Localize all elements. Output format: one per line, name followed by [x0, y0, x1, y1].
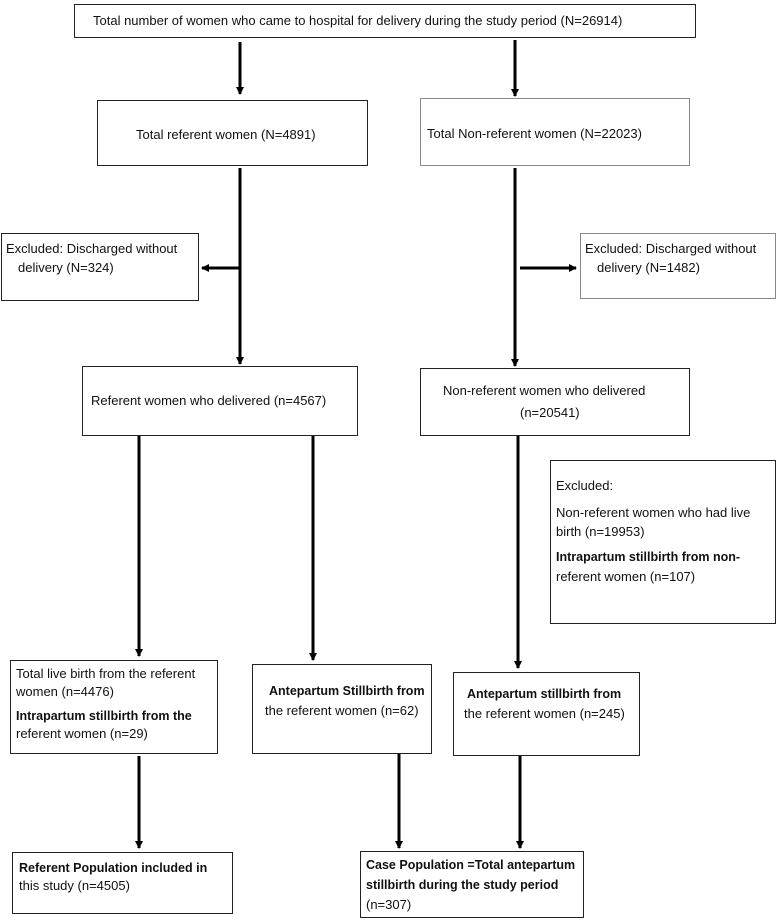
case-population-line2: stillbirth during the study period	[366, 878, 559, 892]
antepartum-nonreferent-line2: the referent women (n=245)	[464, 706, 625, 721]
case-population-box: Case Population =Total antepartum stillb…	[360, 851, 584, 918]
referent-population-box: Referent Population included in this stu…	[12, 852, 233, 914]
nonreferent-delivered-line1: Non-referent women who delivered	[443, 383, 646, 398]
excluded-livebirth-line2: birth (n=19953)	[556, 524, 645, 539]
case-population-line3: (n=307)	[366, 897, 412, 912]
referent-population-line2: this study (n=4505)	[19, 878, 130, 893]
excluded-referent-line1: Excluded: Discharged without	[6, 241, 178, 256]
excluded-livebirth-line4: referent women (n=107)	[556, 569, 696, 584]
excluded-livebirth-line1: Non-referent women who had live	[556, 505, 751, 520]
nonreferent-delivered-box: Non-referent women who delivered (n=2054…	[420, 368, 690, 436]
referent-total-text: Total referent women (N=4891)	[136, 127, 316, 142]
referent-delivered-box: Referent women who delivered (n=4567)	[82, 366, 358, 436]
nonreferent-total-box: Total Non-referent women (N=22023)	[420, 98, 690, 166]
referent-livebirth-line2: women (n=4476)	[16, 684, 114, 699]
antepartum-referent-line2: the referent women (n=62)	[265, 703, 419, 718]
referent-livebirth-box: Total live birth from the referent women…	[10, 660, 218, 754]
referent-population-line1: Referent Population included in	[19, 861, 208, 875]
excluded-referent-box: Excluded: Discharged without delivery (N…	[1, 233, 199, 301]
case-population-line1: Case Population =Total antepartum	[366, 858, 576, 872]
excluded-nonreferent-box: Excluded: Discharged without delivery (N…	[580, 233, 776, 299]
nonreferent-total-text: Total Non-referent women (N=22023)	[427, 126, 642, 141]
nonreferent-delivered-line2: (n=20541)	[520, 405, 580, 420]
total-women-text: Total number of women who came to hospit…	[93, 13, 623, 28]
excluded-livebirth-box: Excluded: Non-referent women who had liv…	[550, 460, 776, 624]
referent-livebirth-line1: Total live birth from the referent	[16, 666, 196, 681]
referent-livebirth-line3: Intrapartum stillbirth from the	[16, 709, 192, 723]
excluded-livebirth-title: Excluded:	[556, 478, 614, 493]
excluded-livebirth-line3: Intrapartum stillbirth from non-	[556, 550, 741, 564]
referent-livebirth-line4: referent women (n=29)	[16, 726, 148, 741]
excluded-nonreferent-line2: delivery (N=1482)	[597, 260, 700, 275]
antepartum-nonreferent-line1: Antepartum stillbirth from	[467, 687, 622, 701]
antepartum-nonreferent-box: Antepartum stillbirth from the referent …	[453, 672, 640, 756]
referent-delivered-text: Referent women who delivered (n=4567)	[91, 393, 327, 408]
antepartum-referent-box: Antepartum Stillbirth from the referent …	[252, 664, 432, 754]
excluded-referent-line2: delivery (N=324)	[18, 260, 114, 275]
antepartum-referent-line1: Antepartum Stillbirth from	[269, 684, 425, 698]
total-women-box: Total number of women who came to hospit…	[74, 4, 696, 38]
referent-total-box: Total referent women (N=4891)	[97, 100, 368, 166]
excluded-nonreferent-line1: Excluded: Discharged without	[585, 241, 757, 256]
